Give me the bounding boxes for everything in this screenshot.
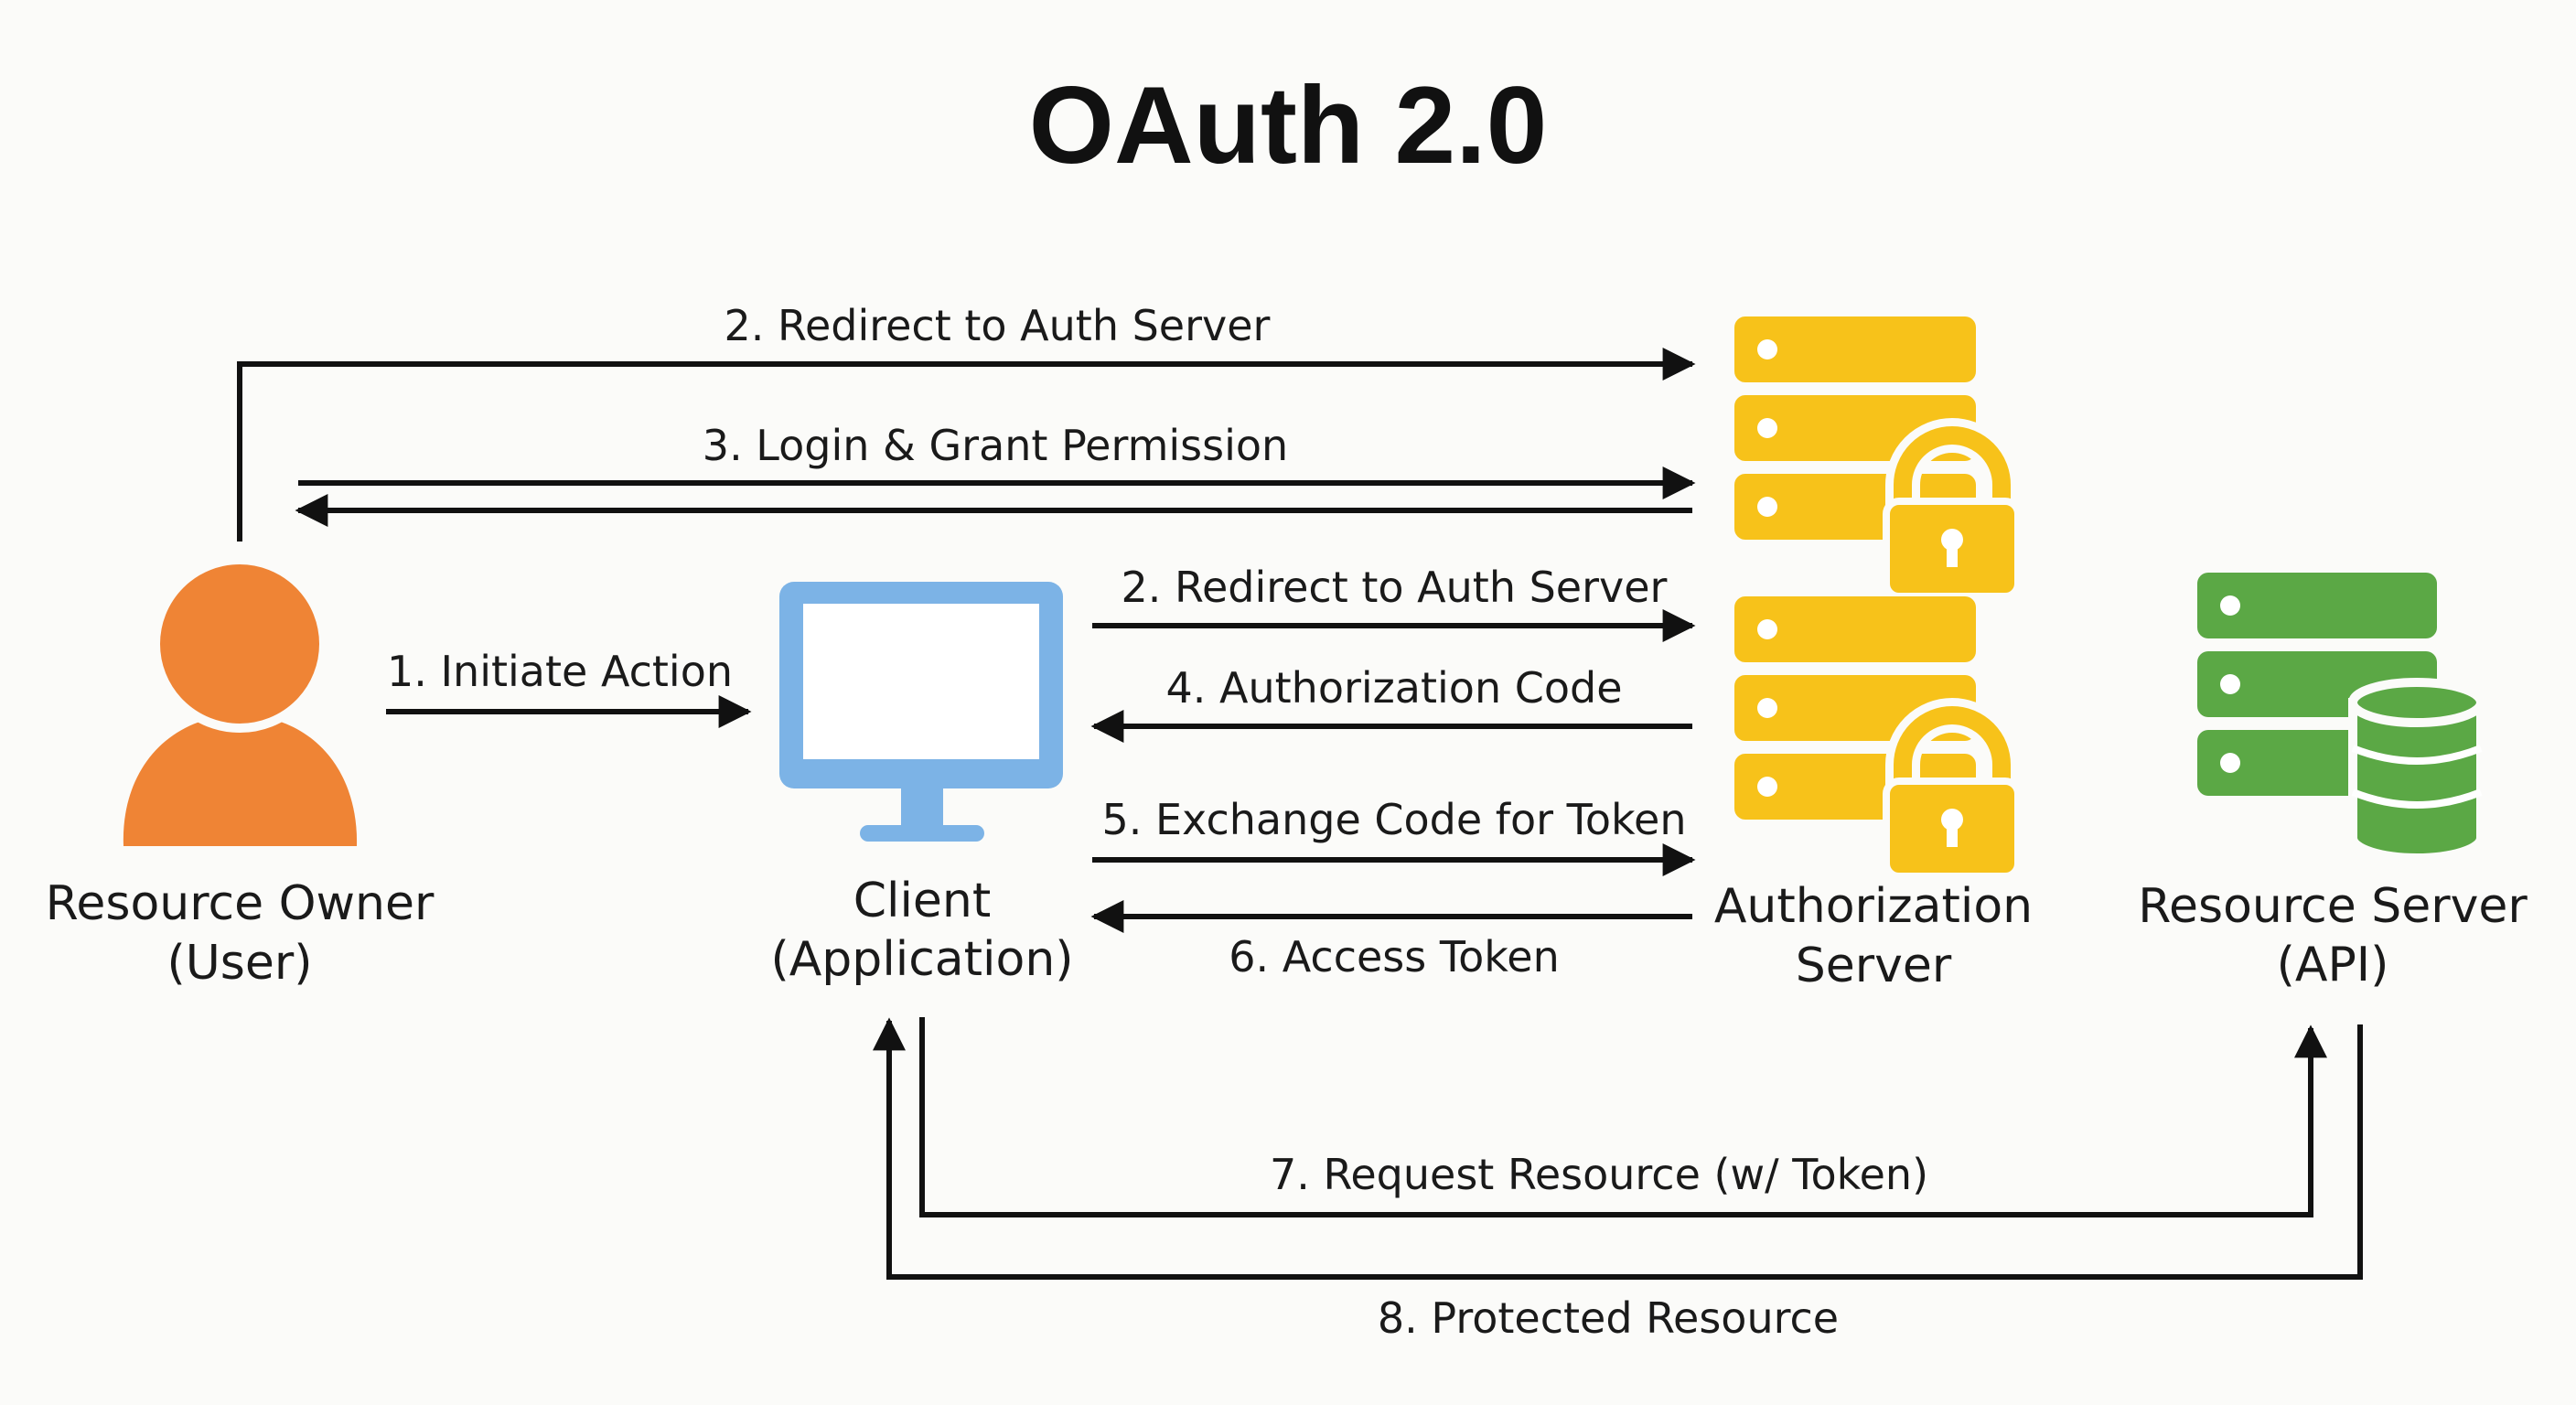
flow-label-login-grant: 3. Login & Grant Permission — [703, 421, 1288, 470]
resource-server-sublabel: (API) — [2277, 938, 2389, 992]
auth-server-label: Authorization — [1714, 879, 2033, 934]
flow-label-auth-code: 4. Authorization Code — [1166, 663, 1623, 713]
flow-label-initiate: 1. Initiate Action — [387, 647, 733, 696]
arrow-protected-resource — [873, 1017, 2363, 1280]
locked-server-icon — [1734, 316, 2022, 600]
client-label: Client — [853, 874, 992, 928]
flow-label-access-token: 6. Access Token — [1229, 932, 1560, 981]
monitor-icon — [779, 582, 1063, 842]
user-icon — [123, 555, 358, 846]
flow-label-top-redirect: 2. Redirect to Auth Server — [724, 301, 1271, 350]
diagram-title: OAuth 2.0 — [1029, 64, 1548, 187]
padlock-icon — [1883, 698, 2022, 880]
client-sublabel: (Application) — [770, 932, 1073, 987]
resource-owner-label: Resource Owner — [46, 876, 435, 931]
flow-label-exchange: 5. Exchange Code for Token — [1101, 795, 1686, 844]
flow-label-protected-resource: 8. Protected Resource — [1378, 1293, 1839, 1343]
resource-owner-sublabel: (User) — [166, 936, 312, 991]
database-server-icon — [2197, 573, 2485, 863]
arrow-top-redirect — [237, 348, 1696, 542]
arrow-request-resource — [919, 1017, 2327, 1217]
auth-server-sublabel: Server — [1796, 938, 1952, 993]
locked-server-icon — [1734, 596, 2022, 880]
flow-label-request-resource: 7. Request Resource (w/ Token) — [1270, 1150, 1928, 1199]
database-icon — [2348, 678, 2485, 863]
resource-server-label: Resource Server — [2138, 879, 2528, 934]
flow-label-client-redirect: 2. Redirect to Auth Server — [1122, 563, 1668, 612]
padlock-icon — [1883, 418, 2022, 600]
